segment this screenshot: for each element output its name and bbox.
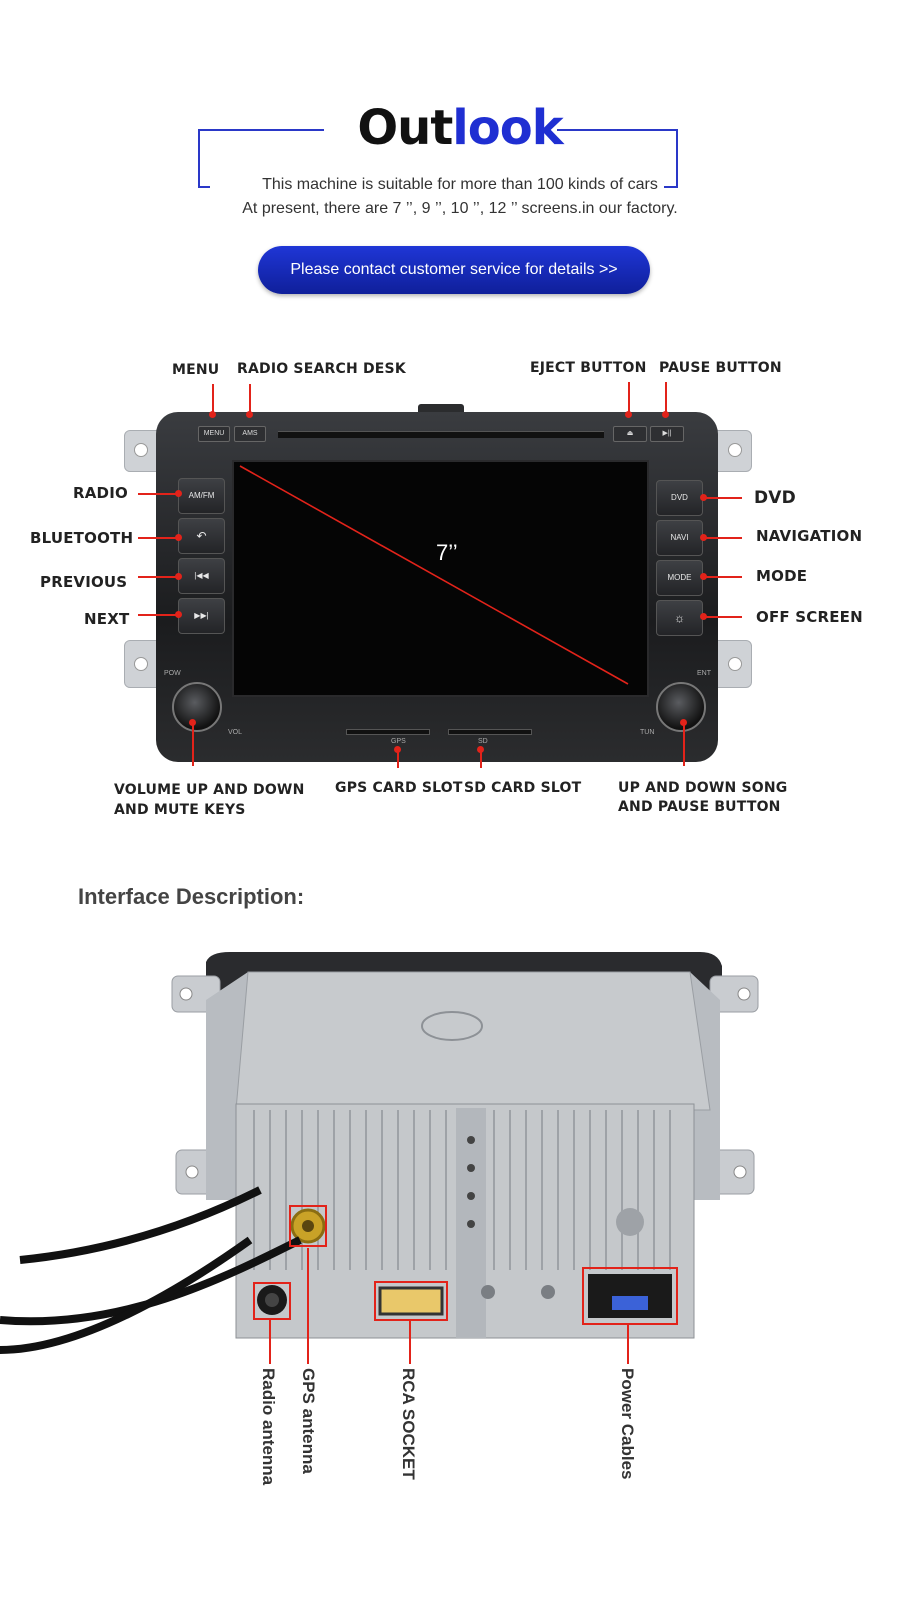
label-sd-card-slot: SD CARD SLOT (464, 780, 582, 796)
gps-slot-label: GPS (391, 738, 406, 745)
label-bluetooth: BLUETOOTH (30, 529, 134, 547)
callout-radio (138, 493, 180, 495)
callout-dot (175, 490, 182, 497)
frame-right-bottom (664, 186, 678, 188)
dvd-button[interactable]: DVD (656, 480, 703, 516)
label-off-screen: OFF SCREEN (756, 608, 863, 626)
callout-dot (209, 411, 216, 418)
ams-button[interactable]: AMS (234, 426, 266, 442)
callout-previous (138, 576, 180, 578)
callout-dot (189, 719, 196, 726)
volume-knob[interactable] (172, 682, 222, 732)
callout-eject (628, 382, 630, 414)
sd-card-slot[interactable] (448, 729, 532, 735)
callout-tune (683, 722, 685, 766)
label-power-cables: Power Cables (618, 1368, 637, 1480)
ent-label: ENT (697, 670, 711, 677)
amfm-button[interactable]: AM/FM (178, 478, 225, 514)
label-previous: PREVIOUS (40, 573, 128, 591)
screen-size-label: 7’’ (436, 540, 458, 565)
label-song-line2: AND PAUSE BUTTON (618, 799, 781, 815)
label-navigation: NAVIGATION (756, 527, 863, 545)
callout-dot (477, 746, 484, 753)
callout-dot (700, 573, 707, 580)
frame-right-top (557, 129, 678, 131)
label-mode: MODE (756, 567, 808, 585)
callout-navigation (702, 537, 742, 539)
callout-dot (175, 573, 182, 580)
callout-pause (665, 382, 667, 414)
label-radio: RADIO (73, 484, 128, 502)
callout-dot (680, 719, 687, 726)
label-gps-antenna: GPS antenna (299, 1368, 318, 1474)
callout-dot (662, 411, 669, 418)
page-title: Outlook (357, 100, 563, 156)
top-clip (418, 404, 464, 414)
label-eject-button: EJECT BUTTON (530, 360, 647, 376)
frame-left-bottom (198, 186, 210, 188)
callout-mode (702, 576, 742, 578)
callout-dot (700, 494, 707, 501)
contact-service-button[interactable]: Please contact customer service for deta… (258, 246, 650, 294)
gps-card-slot[interactable] (346, 729, 430, 735)
callout-bluetooth (138, 537, 180, 539)
callout-dvd (702, 497, 742, 499)
label-pause-button: PAUSE BUTTON (659, 360, 782, 376)
callout-dot (700, 613, 707, 620)
callout-dot (175, 611, 182, 618)
subtitle-cars: This machine is suitable for more than 1… (262, 176, 658, 193)
eject-button[interactable]: ⏏ (613, 426, 647, 442)
sd-slot-label: SD (478, 738, 488, 745)
callout-next (138, 614, 180, 616)
callout-gps-slot (397, 748, 399, 768)
frame-left-side (198, 129, 200, 187)
label-volume-line1: VOLUME UP AND DOWN (114, 782, 305, 798)
label-dvd: DVD (754, 488, 796, 508)
label-song-line1: UP AND DOWN SONG (618, 780, 788, 796)
play-pause-button[interactable]: ▶|| (650, 426, 684, 442)
callout-dot (394, 746, 401, 753)
label-next: NEXT (84, 610, 130, 628)
callout-menu (212, 384, 214, 414)
callout-volume (192, 722, 194, 766)
pow-label: POW (164, 670, 181, 677)
tun-label: TUN (640, 729, 655, 736)
callout-sd-slot (480, 748, 482, 768)
label-rca-socket: RCA SOCKET (399, 1368, 418, 1480)
callout-dot (175, 534, 182, 541)
callout-dot (246, 411, 253, 418)
bluetooth-call-button[interactable]: ↶ (178, 518, 225, 554)
mode-button[interactable]: MODE (656, 560, 703, 596)
callout-off-screen (702, 616, 742, 618)
label-radio-search-desk: RADIO SEARCH DESK (237, 361, 406, 377)
vol-label: VOL (228, 729, 243, 736)
section-title: Interface Description: (78, 884, 305, 909)
subtitle-screens: At present, there are 7 ’’, 9 ’’, 10 ’’,… (242, 200, 678, 217)
menu-button[interactable]: MENU (198, 426, 230, 442)
label-gps-card-slot: GPS CARD SLOT (335, 780, 463, 796)
next-button[interactable]: ▶▶| (178, 598, 225, 634)
frame-right-side (676, 129, 678, 187)
label-volume-line2: AND MUTE KEYS (114, 802, 246, 818)
callout-ams (249, 384, 251, 414)
callout-dot (700, 534, 707, 541)
disc-slot (278, 431, 604, 438)
callout-dot (625, 411, 632, 418)
label-radio-antenna: Radio antenna (259, 1368, 278, 1486)
label-menu: MENU (172, 362, 220, 378)
frame-left-top (198, 129, 324, 131)
